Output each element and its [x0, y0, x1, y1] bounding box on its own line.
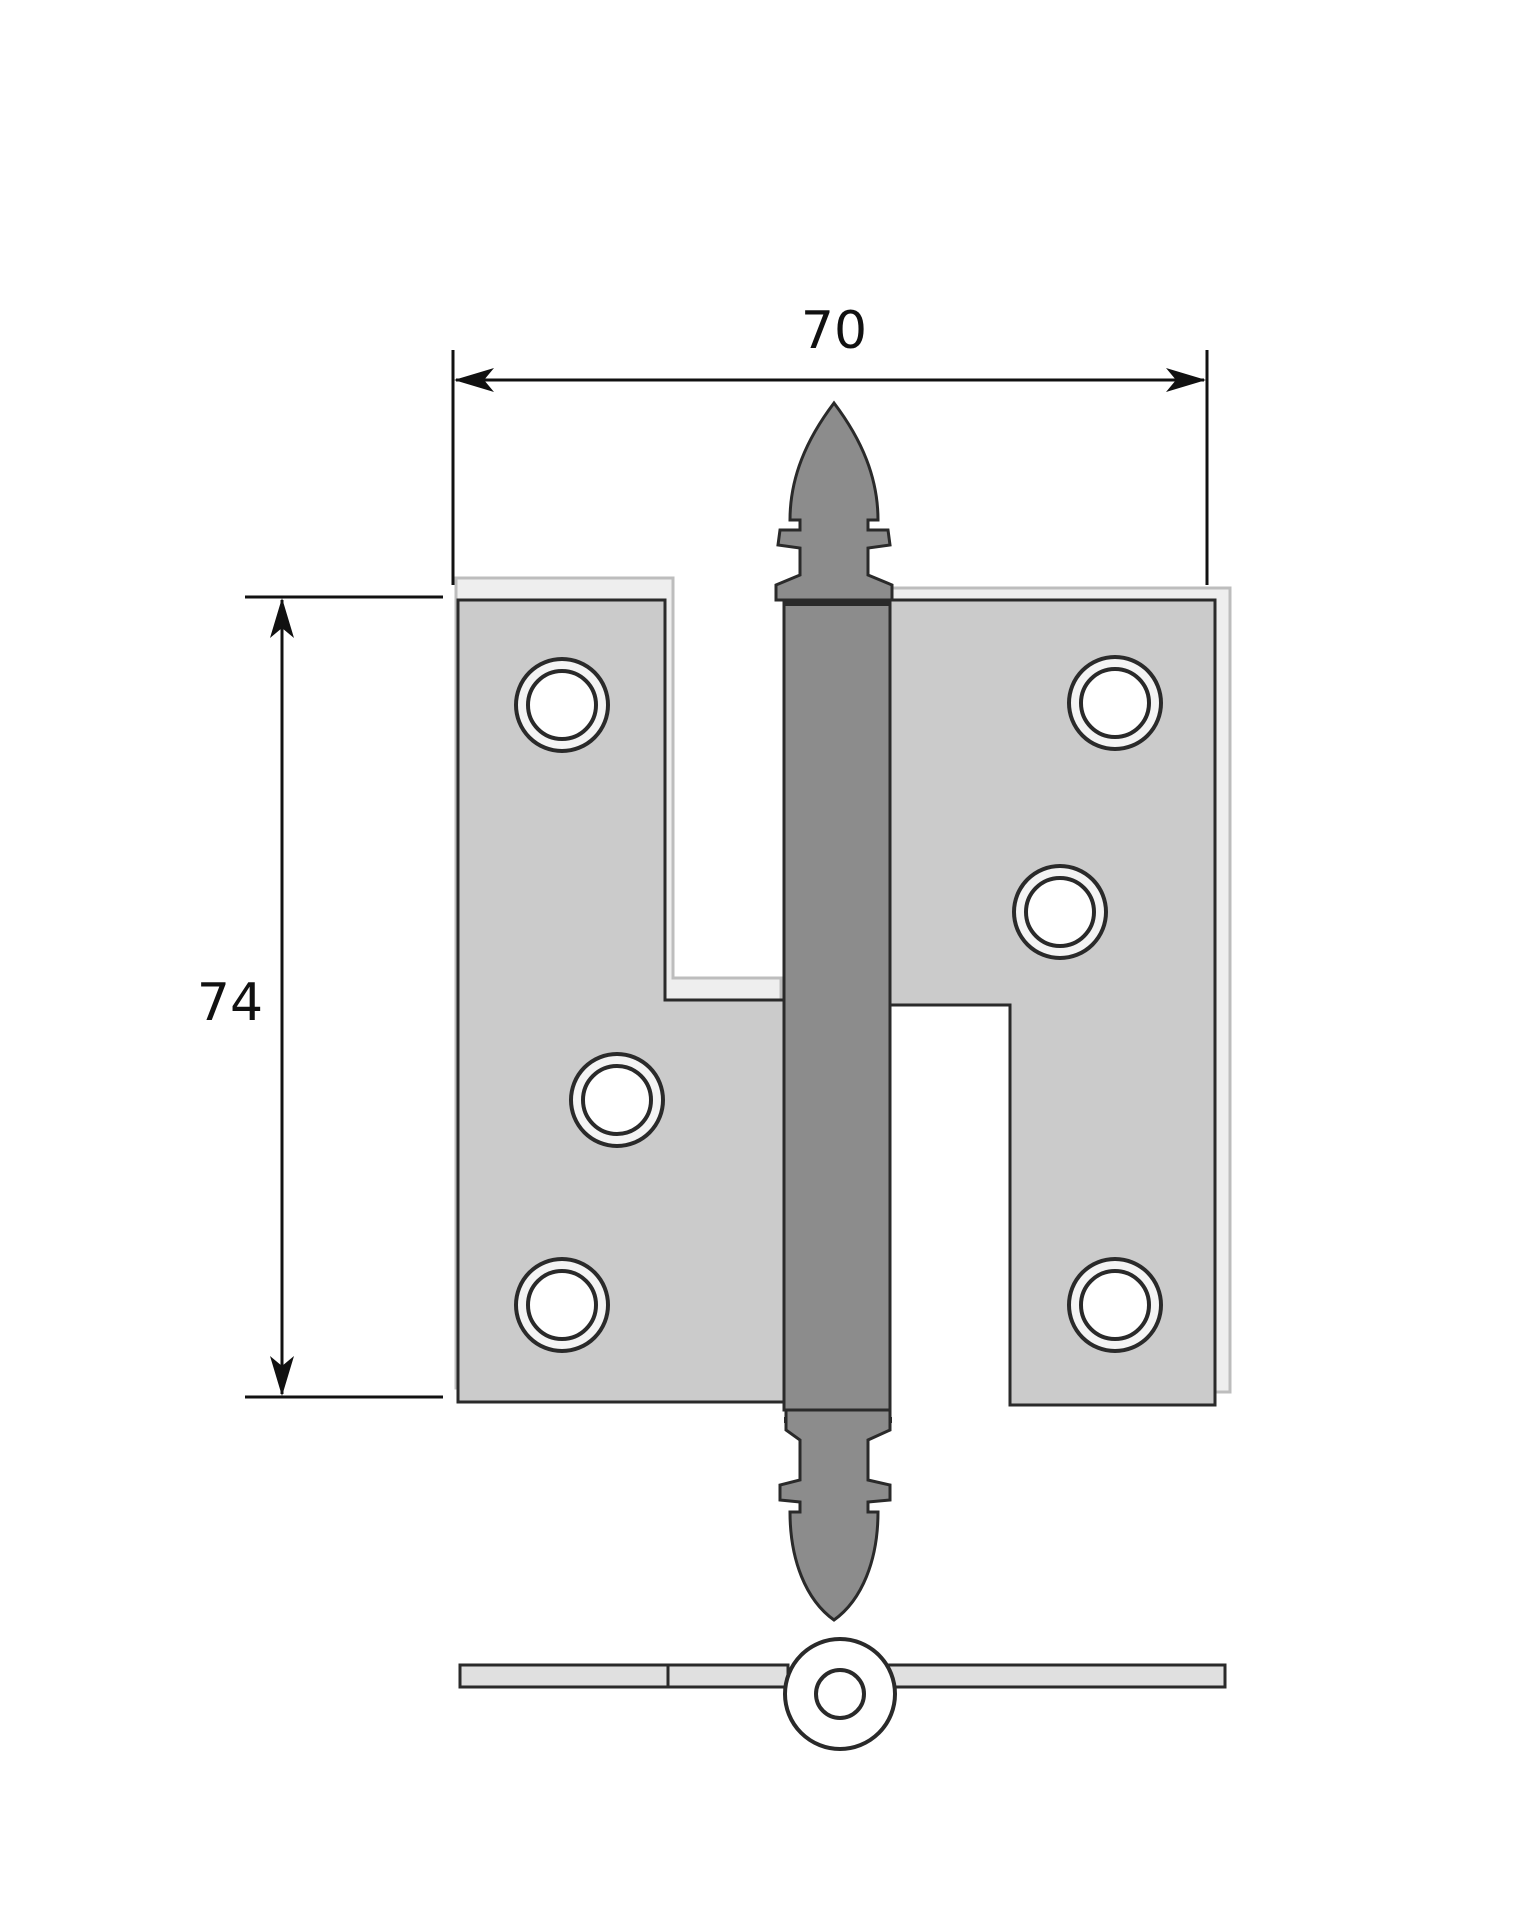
screw-hole [514, 657, 610, 753]
left-leaf-plate [456, 598, 787, 1404]
screw-hole [1067, 1257, 1163, 1353]
screw-hole [1067, 655, 1163, 751]
screw-hole [569, 1052, 665, 1148]
screw-holes [514, 655, 1163, 1353]
screw-hole [1012, 864, 1108, 960]
height-dimension: 74 [197, 595, 443, 1399]
left-leaf [454, 576, 787, 1404]
side-view-left-leaf-inner [666, 1663, 790, 1689]
right-leaf-plate [883, 598, 1217, 1407]
side-view-left-leaf [458, 1663, 670, 1689]
hinge-pin [774, 400, 894, 1622]
side-view-pin [814, 1668, 866, 1720]
width-label: 70 [801, 301, 867, 361]
pin-barrel [782, 598, 892, 1412]
side-view-right-leaf [878, 1663, 1227, 1689]
bottom-finial [778, 1408, 892, 1622]
top-finial [774, 400, 894, 602]
screw-hole [514, 1257, 610, 1353]
width-dimension: 70 [451, 301, 1209, 585]
side-view [458, 1637, 1227, 1751]
right-leaf [883, 586, 1232, 1407]
height-label: 74 [197, 973, 263, 1033]
